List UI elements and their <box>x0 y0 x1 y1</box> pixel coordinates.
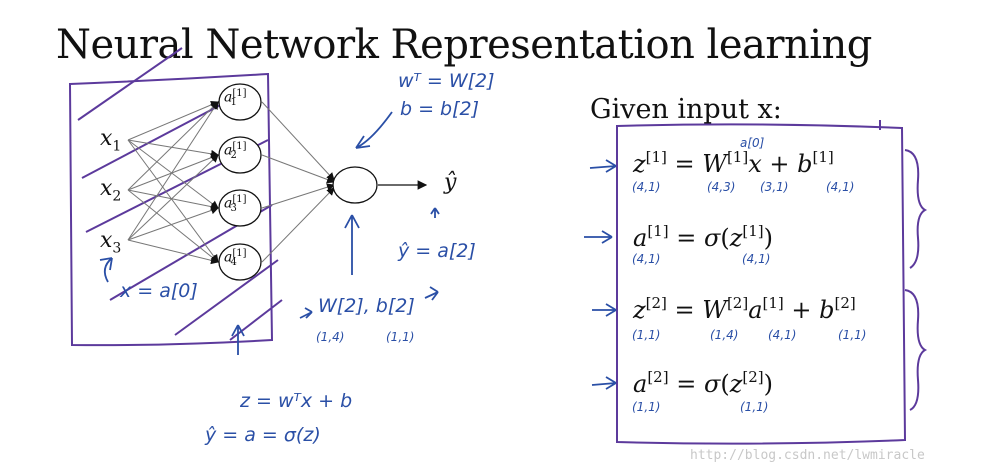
layer-braces <box>904 149 928 411</box>
hatch-strokes <box>77 47 283 341</box>
given-input-label: Given input x: <box>590 94 782 125</box>
note-z-eq: z = wᵀx + b <box>240 390 353 412</box>
watermark: http://blog.csdn.net/lwmiracle <box>690 448 925 463</box>
eq3-dim-b: (1,1) <box>838 328 867 342</box>
input-x3: x3 <box>100 228 122 257</box>
note-wb-dim-b: (1,1) <box>386 330 415 344</box>
eq1-dim-w: (4,3) <box>707 180 736 194</box>
hidden-node-2 <box>218 136 262 174</box>
hidden-node-1 <box>218 83 262 121</box>
eq3-dim-w: (1,4) <box>710 328 739 342</box>
note-b: b = b[2] <box>400 98 480 120</box>
note-wb-dim-w: (1,4) <box>316 330 345 344</box>
eq2-dim-z: (4,1) <box>742 252 771 266</box>
eq1-overwrite-a0: a[0] <box>740 136 765 150</box>
output-node <box>332 166 378 204</box>
input-x2: x2 <box>100 176 122 205</box>
equation-z1: z[1] = W[1]x + b[1] <box>633 148 834 178</box>
eq1-dim-b: (4,1) <box>826 180 855 194</box>
input-x1: x1 <box>100 126 122 155</box>
equations-frame <box>616 123 907 445</box>
eq4-dim-z: (1,1) <box>740 400 769 414</box>
hidden-output-edges <box>261 101 335 263</box>
network-frame <box>68 72 274 347</box>
hidden-label-3: a[1]3 <box>224 194 247 215</box>
eq3-dim-z: (1,1) <box>632 328 661 342</box>
pen-arrows <box>99 111 440 355</box>
eq1-dim-z: (4,1) <box>632 180 661 194</box>
equation-pointers <box>584 159 617 390</box>
eq4-dim-a: (1,1) <box>632 400 661 414</box>
eq3-dim-a: (4,1) <box>768 328 797 342</box>
hidden-label-2: a[1]2 <box>224 141 247 162</box>
hidden-label-4: a[1]4 <box>224 248 247 269</box>
input-hidden-edges <box>127 101 219 265</box>
eq1-dim-x: (3,1) <box>760 180 789 194</box>
note-wb: W[2], b[2] <box>318 295 415 317</box>
note-yhat-eq: ŷ = a = σ(z) <box>205 424 321 446</box>
note-yhat: ŷ = a[2] <box>398 240 476 262</box>
equation-z2: z[2] = W[2]a[1] + b[2] <box>633 294 856 324</box>
note-x-a0: x = a[0] <box>120 280 198 302</box>
output-yhat: ŷ <box>444 170 457 195</box>
hidden-label-1: a[1]1 <box>224 88 247 109</box>
slide-title: Neural Network Representation learning <box>56 22 872 68</box>
hidden-node-4 <box>218 243 262 281</box>
eq2-dim-a: (4,1) <box>632 252 661 266</box>
equation-a1: a[1] = σ(z[1]) <box>633 222 773 252</box>
hidden-node-3 <box>218 189 262 227</box>
note-wt: wᵀ = W[2] <box>398 70 495 92</box>
equation-a2: a[2] = σ(z[2]) <box>633 368 773 398</box>
